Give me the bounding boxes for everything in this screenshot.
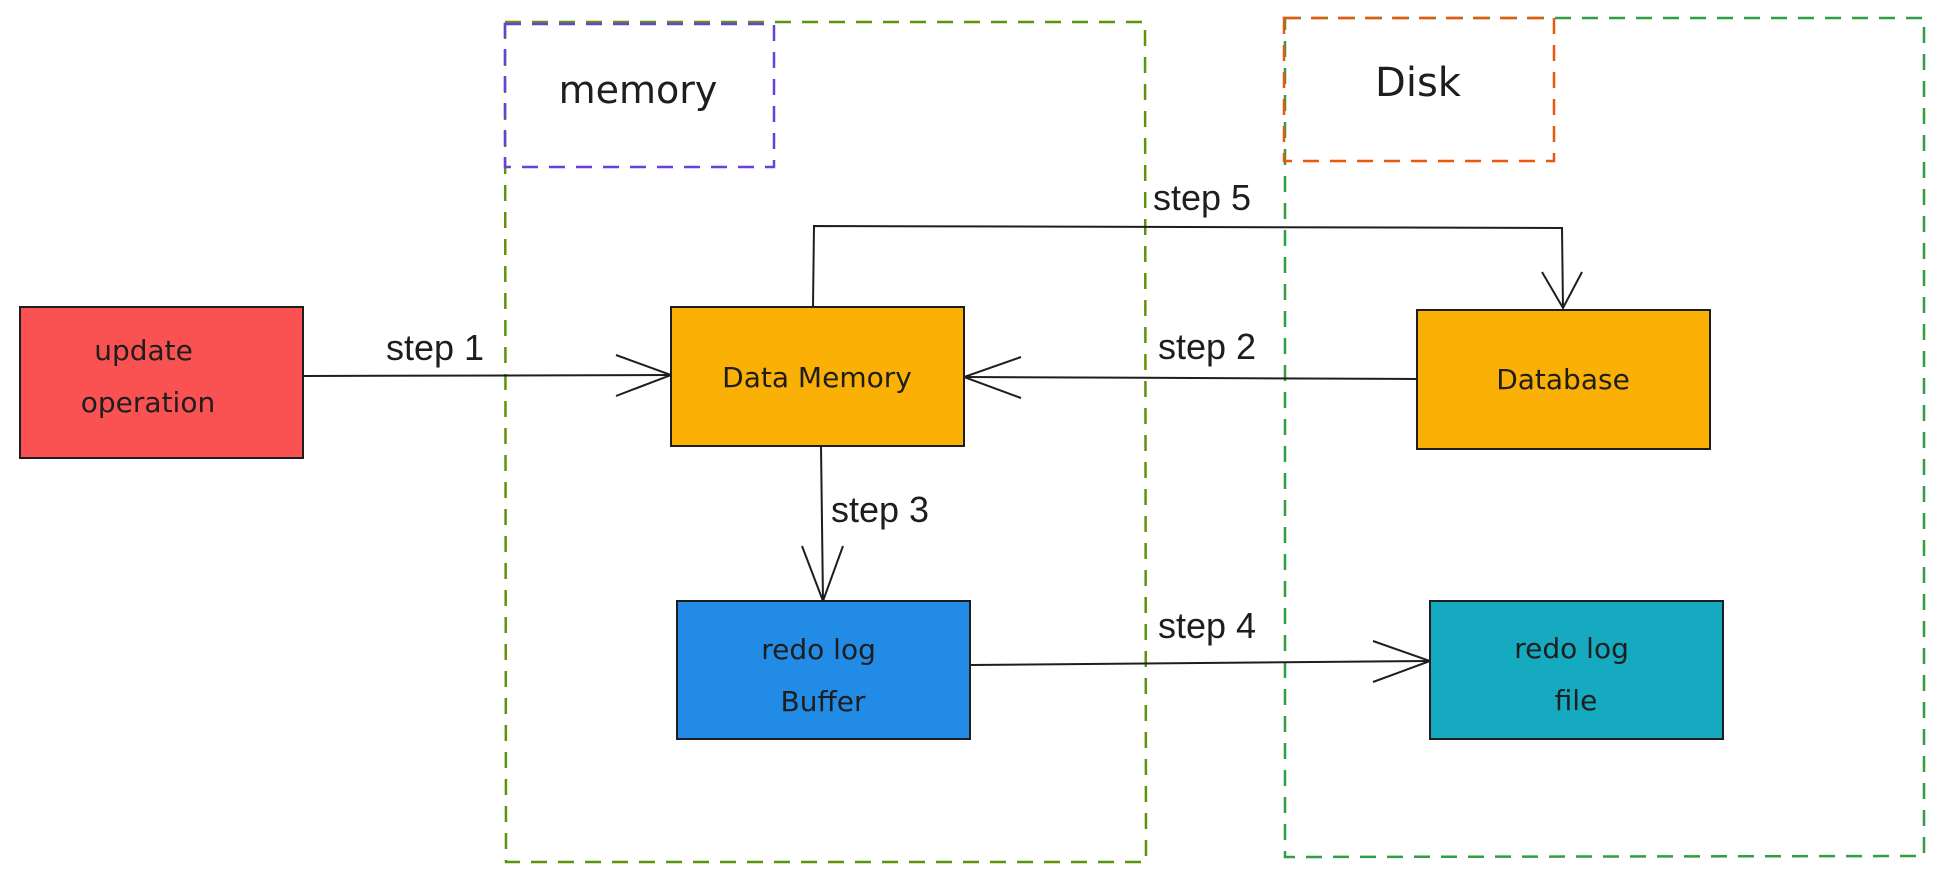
- node-database: Database: [1416, 309, 1711, 450]
- step2-label: step 2: [1158, 326, 1256, 367]
- memory-title-box: [503, 22, 776, 169]
- node-data-memory: Data Memory: [670, 306, 965, 447]
- redo-log-file-line-2: file: [1555, 684, 1598, 717]
- arrow-step1: [302, 354, 674, 397]
- database-box: [1416, 309, 1711, 450]
- redo-log-file-box: [1429, 600, 1724, 740]
- update-operation-line-2: operation: [81, 386, 215, 419]
- arrow-step4: [969, 640, 1433, 683]
- update-operation-line-1: update: [94, 334, 193, 367]
- arrow-step5: [812, 224, 1583, 311]
- node-redo-log-file: redo log file: [1429, 600, 1724, 740]
- redo-log-file-line-1: redo log: [1514, 632, 1629, 665]
- redo-log-buffer-box: [676, 600, 971, 740]
- svg-text:update operation: update operation: [81, 334, 215, 419]
- step5-label: step 5: [1153, 177, 1251, 218]
- disk-title: Disk: [1375, 60, 1462, 106]
- database-label: Database: [1496, 363, 1630, 396]
- node-redo-log-buffer: redo log Buffer: [676, 600, 971, 740]
- node-update-operation: update operation: [19, 306, 304, 459]
- step4-label: step 4: [1158, 605, 1256, 646]
- step3-label: step 3: [831, 489, 929, 530]
- redo-log-buffer-line-1: redo log: [761, 633, 876, 666]
- update-operation-box: [19, 306, 304, 459]
- svg-text:redo log file: redo log file: [1514, 632, 1638, 717]
- disk-title-box: [1282, 16, 1556, 163]
- redo-log-buffer-line-2: Buffer: [781, 685, 866, 718]
- svg-text:redo log Buffer: redo log Buffer: [761, 633, 885, 718]
- memory-region: memory: [503, 20, 1148, 864]
- data-memory-label: Data Memory: [722, 361, 912, 394]
- step-labels: step 1 step 2 step 3 step 4 step 5: [386, 177, 1256, 646]
- step1-label: step 1: [386, 327, 484, 368]
- memory-title: memory: [559, 68, 718, 112]
- disk-region: Disk: [1282, 16, 1926, 859]
- data-memory-box: [670, 306, 965, 447]
